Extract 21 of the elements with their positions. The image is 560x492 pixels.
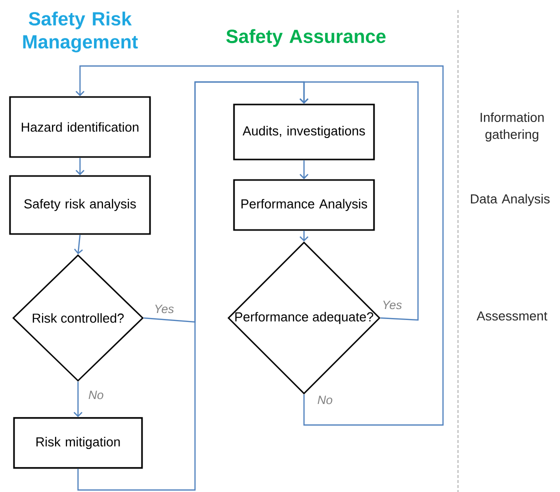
edge-label: Yes [381,300,403,310]
arrow [300,230,308,242]
edge-label: Yes [153,304,175,314]
edge-label: No [316,394,334,406]
process-box: Risk mitigation [13,417,143,469]
arrow [76,65,444,426]
edge-label: No [87,390,105,400]
heading: Safety Risk Management [23,12,138,52]
stage-label: Data Analysis [470,194,550,206]
arrow [300,160,308,180]
arrow [74,382,82,418]
arrow [76,158,84,176]
arrow [300,81,419,321]
process-box: Audits, investigations [233,104,375,160]
stage-label: Information gathering [480,112,544,142]
arrow [74,234,83,254]
process-box: Safety risk analysis [9,175,151,235]
heading: Safety Assurance [226,29,386,47]
process-box: Performance Analysis [233,179,375,231]
stage-label: Assessment [476,311,548,321]
process-box: Hazard identification [9,96,151,158]
